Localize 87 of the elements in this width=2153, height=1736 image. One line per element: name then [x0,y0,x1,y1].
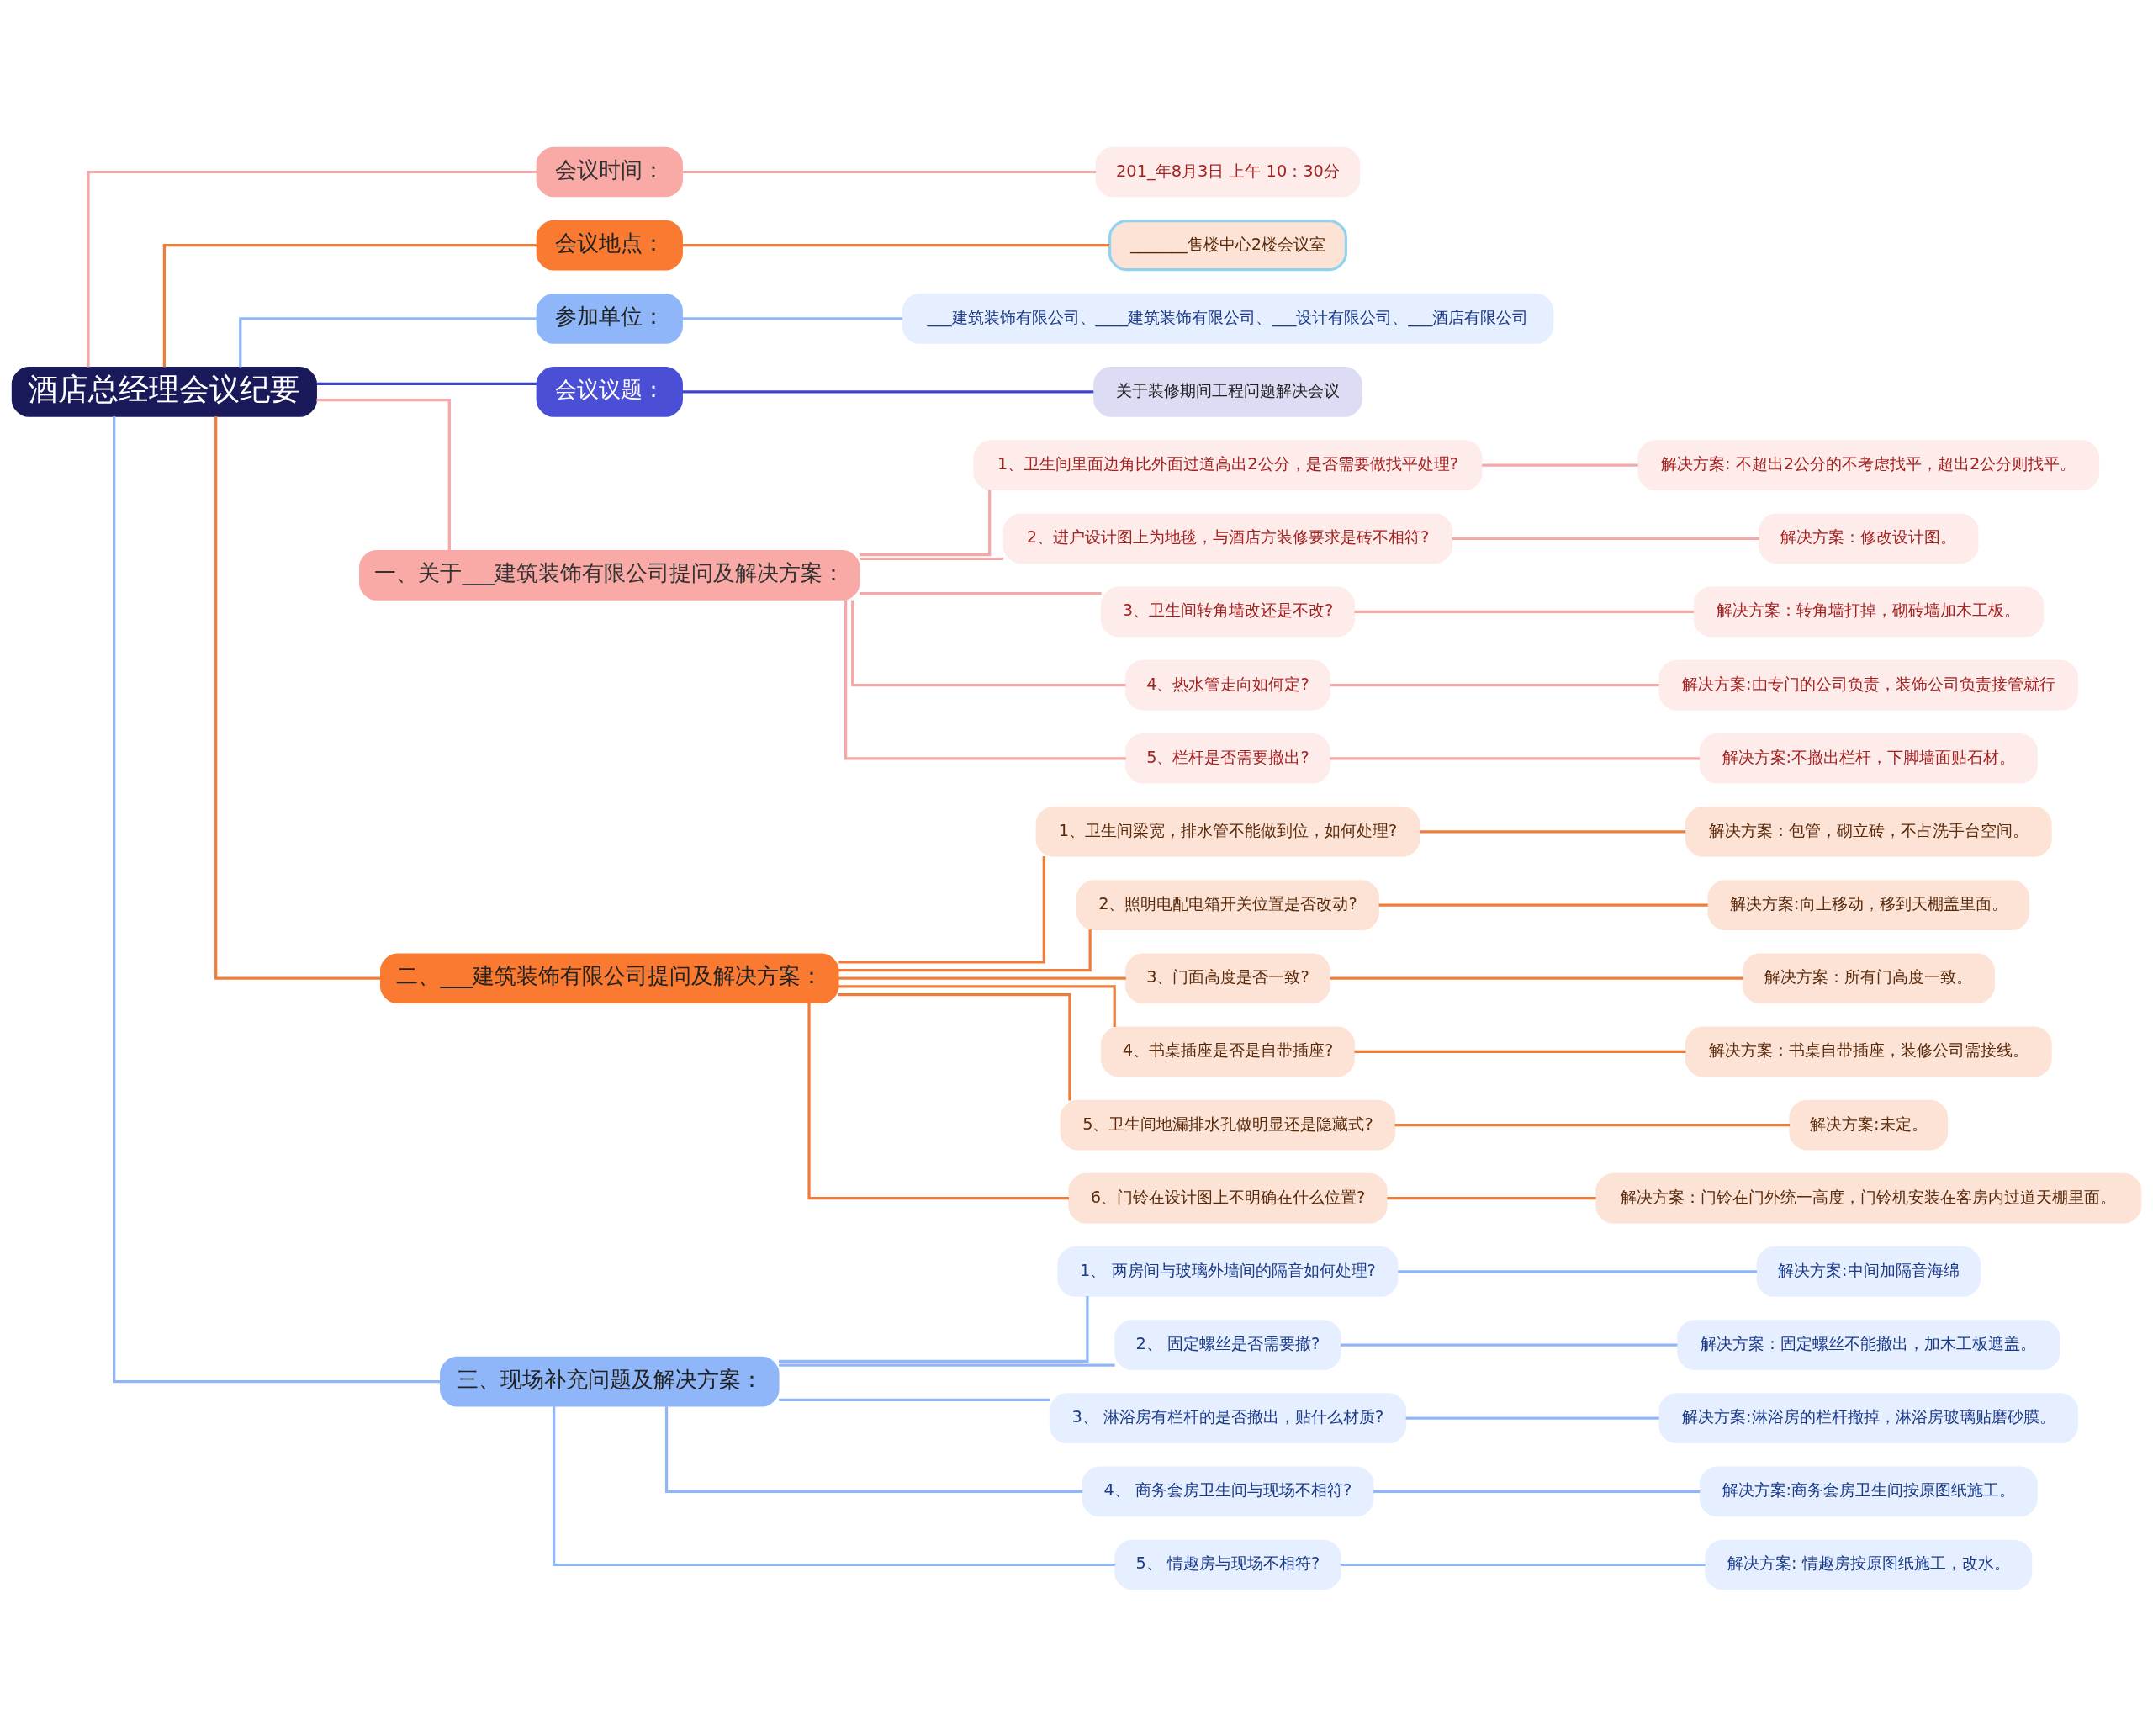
connector [664,1405,1083,1493]
connector [682,243,1110,246]
node-box: 3、卫生间转角墙改还是不改? [1101,586,1355,637]
connector [1341,1563,1706,1566]
node-box: 解决方案：门铃在门外统一高度，门铃机安装在客房内过道天棚里面。 [1595,1172,2142,1224]
connector [778,1295,1089,1363]
connector [1330,756,1700,760]
connector [682,389,1094,394]
connector [807,1003,1069,1199]
node-box: 解决方案:不撤出栏杆，下脚墙面贴石材。 [1699,733,2038,784]
node-box: 2、进户设计图上为地毯，与酒店方装修要求是砖不相符? [1002,512,1453,564]
node-box: 3、 淋浴房有栏杆的是否撤出，贴什么材质? [1049,1392,1407,1443]
node-box: 会议时间： [536,146,683,197]
connector [316,398,451,550]
node-box: 解决方案: 不超出2公分的不考虑找平，超出2公分则找平。 [1637,439,2100,490]
node-box: 1、卫生间里面边角比外面过道高出2公分，是否需要做找平处理? [973,439,1483,490]
node-box: 2、照明电配电箱开关位置是否改动? [1076,879,1379,930]
node-box: 解决方案:由专门的公司负责，装饰公司负责接管就行 [1658,659,2079,710]
node-box: 2、 固定螺丝是否需要撤? [1114,1319,1341,1370]
connector [1378,902,1708,907]
node-box: 解决方案:商务套房卫生间按原图纸施工。 [1699,1465,2038,1516]
connector [779,1363,1115,1367]
connector [1398,1269,1757,1273]
connector [838,992,1071,1100]
node-box: 解决方案：书桌自带插座，装修公司需接线。 [1685,1026,2052,1077]
node-box: 5、栏杆是否需要撤出? [1125,733,1330,784]
connector [859,489,992,556]
connector [553,1405,1115,1566]
connector [1330,977,1743,980]
node-box: 解决方案：固定螺丝不能撤出，加木工板遮盖。 [1677,1319,2060,1370]
connector [1420,829,1686,834]
connector [1373,1490,1701,1493]
node-box: 解决方案:未定。 [1789,1099,1949,1150]
connector [779,1398,1050,1401]
connector [87,170,537,367]
connector [316,382,537,385]
node-box: 4、 商务套房卫生间与现场不相符? [1082,1465,1374,1516]
node-box: 解决方案:中间加隔音海绵 [1756,1246,1981,1297]
node-box: 4、书桌插座是否是自带插座? [1101,1026,1355,1077]
node-box: 解决方案: 情趣房按原图纸施工，改水。 [1705,1539,2033,1590]
node-box: 会议地点： [536,220,683,271]
connector [1482,463,1638,467]
node-box: 参加单位： [536,293,683,344]
connector [844,599,1126,760]
node-box: 酒店总经理会议纪要 [11,366,317,417]
connector [838,855,1045,963]
node-box: 3、门面高度是否一致? [1125,952,1330,1003]
connector [162,243,537,367]
node-box: 关于装修期间工程问题解决会议 [1093,366,1362,417]
connector [1405,1416,1659,1420]
node-box: 5、 情趣房与现场不相符? [1114,1539,1341,1590]
node-box: 三、现场补充问题及解决方案： [440,1356,780,1406]
connector [1354,610,1694,613]
connector [860,557,1004,560]
node-box: ___建筑装饰有限公司、____建筑装饰有限公司、___设计有限公司、___酒店有限公司 [902,293,1554,344]
node-box: 1、 两房间与玻璃外墙间的隔音如何处理? [1057,1246,1399,1297]
node-box: _______售楼中心2楼会议室 [1108,219,1347,271]
connector [838,984,1116,1027]
connector [214,415,381,980]
node-box: 1、卫生间梁宽，排水管不能做到位，如何处理? [1035,806,1420,857]
node-box: 解决方案:向上移动，移到天棚盖里面。 [1707,879,2030,930]
node-box: 201_年8月3日 上午 10：30分 [1095,146,1361,197]
connector [1341,1342,1678,1347]
node-box: 二、___建筑装饰有限公司提问及解决方案： [380,952,839,1003]
node-box: 会议议题： [536,366,683,417]
node-box: 一、关于___建筑装饰有限公司提问及解决方案： [359,549,860,601]
connector [838,929,1092,971]
node-box: 解决方案：修改设计图。 [1759,512,1979,564]
node-box: 4、热水管走向如何定? [1125,659,1330,710]
connector [682,316,903,320]
connector [1354,1050,1686,1053]
node-box: 解决方案：所有门高度一致。 [1742,952,1995,1003]
node-box: 解决方案:淋浴房的栏杆撤掉，淋浴房玻璃贴磨砂膜。 [1658,1392,2079,1443]
connector [1452,537,1759,540]
connector [682,170,1097,173]
node-box: 解决方案：转角墙打掉，砌砖墙加木工板。 [1693,586,2044,637]
connector [1387,1196,1596,1199]
node-box: 6、门铃在设计图上不明确在什么位置? [1068,1172,1388,1224]
connector [113,415,441,1383]
connector [838,977,1126,980]
connector [860,591,1102,595]
node-box: 5、卫生间地漏排水孔做明显还是隐藏式? [1060,1099,1396,1150]
connector [851,600,1126,686]
connector [1330,683,1659,686]
node-box: 解决方案：包管，砌立砖，不占洗手台空间。 [1685,806,2052,857]
connector [1394,1123,1791,1126]
connector [239,316,537,367]
